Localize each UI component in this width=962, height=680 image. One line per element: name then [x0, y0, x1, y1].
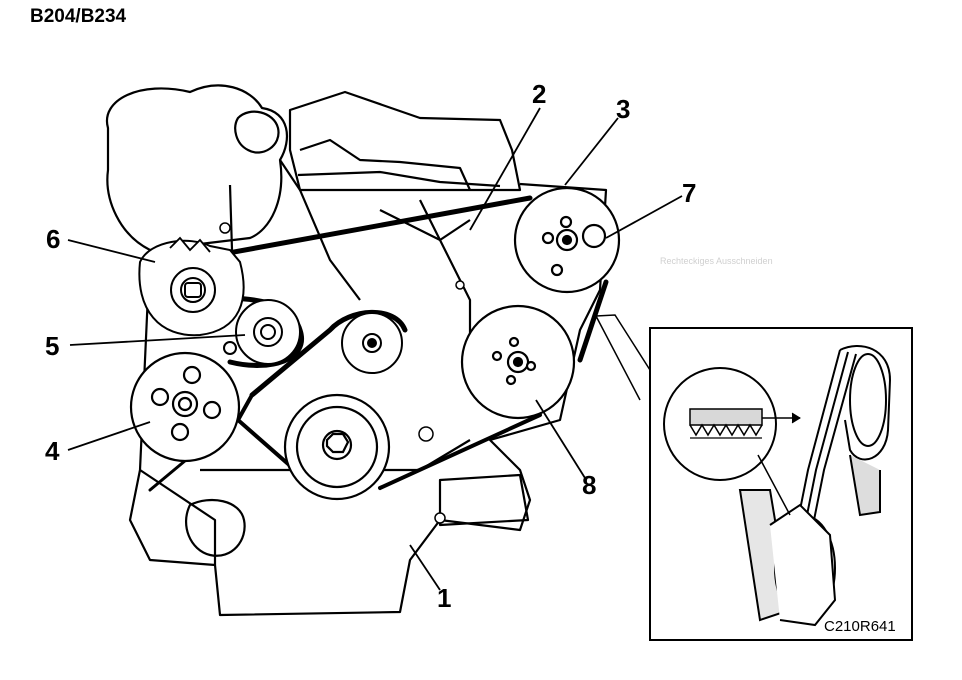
callout-3: 3 — [616, 94, 630, 124]
alternator-pulley — [138, 236, 245, 337]
callout-4: 4 — [45, 436, 60, 466]
crankshaft-pulley — [283, 393, 391, 501]
idler-pulley — [341, 312, 403, 374]
belt-detail-inset: C210R641 — [595, 314, 913, 641]
callout-7: 7 — [682, 178, 696, 208]
belt-profile-magnifier — [663, 367, 801, 481]
figure-reference: C210R641 — [824, 618, 896, 635]
leader-lines — [67, 107, 683, 591]
ac-compressor-pulley — [513, 186, 621, 294]
callout-8: 8 — [582, 470, 596, 500]
diagram-title: B204/B234 — [30, 6, 127, 27]
callout-5: 5 — [45, 331, 59, 361]
callout-1: 1 — [437, 583, 451, 613]
bolts — [219, 222, 465, 524]
power-steering-pulley — [129, 351, 241, 463]
tensioner-pulley — [223, 299, 301, 365]
water-pump-pulley — [460, 304, 576, 420]
belt-loop-illustration — [738, 345, 892, 627]
callout-6: 6 — [46, 224, 60, 254]
callout-2: 2 — [532, 79, 546, 109]
faint-annotation: Rechteckiges Ausschneiden — [660, 256, 773, 266]
